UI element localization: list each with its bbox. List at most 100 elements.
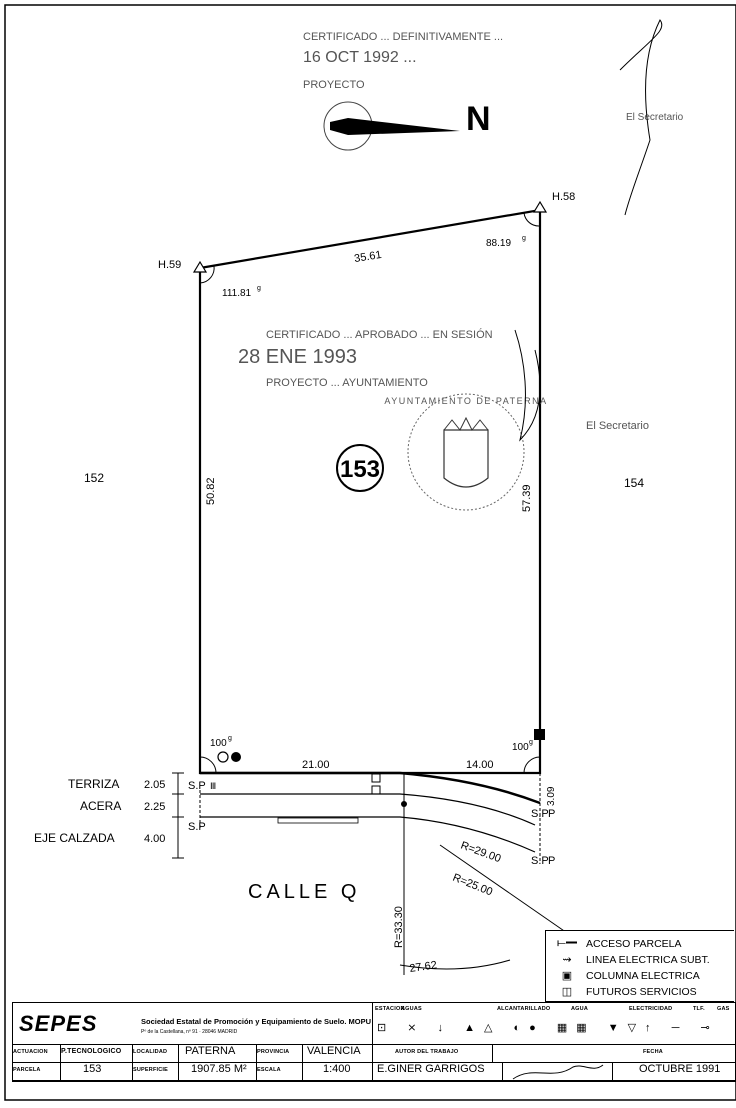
stamp-top-line1: CERTIFICADO ... DEFINITIVAMENTE ... bbox=[303, 31, 503, 43]
vertex-h59-label: H.59 bbox=[158, 259, 181, 271]
parcel-number-circle bbox=[336, 444, 384, 492]
acera-value: 2.25 bbox=[144, 801, 165, 813]
dim-right-edge: 57.39 bbox=[521, 484, 533, 512]
municipal-seal-icon bbox=[407, 393, 525, 511]
kerb-line bbox=[200, 771, 541, 805]
fecha-value: OCTUBRE 1991 bbox=[639, 1063, 721, 1075]
legend-item: ⇝ LINEA ELECTRICA SUBT. bbox=[556, 953, 710, 967]
legend-label: ACCESO PARCELA bbox=[586, 937, 682, 950]
services-symbols: ⊡ ⨯ ↓ ▲△ ◐● ▦▦ ▼▽↑ ─ ⊸ bbox=[377, 1022, 719, 1034]
terriza-value: 2.05 bbox=[144, 779, 165, 791]
escala-value: 1:400 bbox=[323, 1063, 351, 1075]
arc-top-left bbox=[199, 265, 215, 284]
stamp-mid-date: 28 ENE 1993 bbox=[238, 346, 357, 368]
localidad-label: LOCALIDAD bbox=[133, 1049, 168, 1055]
north-label: N bbox=[466, 100, 491, 138]
stamp-top-line3: PROYECTO bbox=[303, 79, 365, 91]
acera-line bbox=[200, 793, 536, 826]
stamp-mid-secretary: El Secretario bbox=[586, 420, 649, 432]
angle-top-left: 111.81 bbox=[222, 288, 252, 299]
vertex-h58-label: H.58 bbox=[552, 191, 575, 203]
angle-bottom-left: 100 bbox=[210, 738, 227, 749]
signature-top bbox=[619, 19, 663, 216]
hdr-gas: GAS bbox=[717, 1006, 730, 1012]
dim-bottom-left: 21.00 bbox=[302, 759, 330, 771]
actuacion-label: ACTUACION bbox=[13, 1049, 48, 1055]
vertex-h59-icon bbox=[192, 260, 208, 273]
radius-25: R=25.00 bbox=[451, 872, 494, 899]
terriza-label: TERRIZA bbox=[68, 777, 119, 791]
autor-value: E.GINER GARRIGOS bbox=[377, 1063, 485, 1075]
legend-label: FUTUROS SERVICIOS bbox=[586, 985, 697, 998]
dim-bottom-right: 14.00 bbox=[466, 759, 494, 771]
radius-line-2900 bbox=[439, 844, 571, 936]
stamp-mid-line3: PROYECTO ... AYUNTAMIENTO bbox=[266, 377, 428, 389]
neighbor-right: 154 bbox=[624, 476, 644, 490]
angle-bottom-left-exp: g bbox=[228, 735, 232, 742]
angle-curve bbox=[399, 959, 511, 970]
org-address: Pº de la Castellana, nº 91 · 28046 MADRI… bbox=[141, 1029, 238, 1035]
eje-value: 4.00 bbox=[144, 833, 165, 845]
superficie-value: 1907.85 M² bbox=[191, 1063, 247, 1075]
fecha-label: FECHA bbox=[643, 1049, 663, 1055]
signature-mid bbox=[514, 329, 541, 442]
eje-line bbox=[200, 816, 536, 853]
arc-bottom-left bbox=[199, 756, 217, 774]
p-label-3: P bbox=[548, 808, 555, 820]
manhole bbox=[277, 817, 359, 824]
hdr-alcantarillado: ALCANTARILLADO bbox=[497, 1006, 551, 1012]
angle-bottom-right-exp: g bbox=[529, 739, 533, 746]
acera-label: ACERA bbox=[80, 799, 121, 813]
localidad-value: PATERNA bbox=[185, 1045, 236, 1057]
sheet-border bbox=[4, 4, 736, 1101]
marker-filled-circle bbox=[231, 752, 241, 762]
legend-item: ⟝━ ACCESO PARCELA bbox=[556, 937, 682, 950]
stamp-top-line2: 16 OCT 1992 ... bbox=[303, 49, 417, 66]
eje-label: EJE CALZADA bbox=[34, 831, 115, 845]
seal-text: AYUNTAMIENTO DE PATERNA bbox=[384, 396, 547, 406]
actuacion-value: P.TECNOLOGICO bbox=[61, 1048, 122, 1055]
legend-label: LINEA ELECTRICA SUBT. bbox=[586, 953, 710, 966]
escala-label: ESCALA bbox=[257, 1067, 281, 1073]
hdr-agua: AGUA bbox=[571, 1006, 588, 1012]
services-cell: ESTACION AGUAS ALCANTARILLADO AGUA ELECT… bbox=[373, 1003, 735, 1045]
arc-top-right bbox=[523, 212, 541, 227]
radius-29: R=29.00 bbox=[459, 840, 502, 866]
neighbor-left: 152 bbox=[84, 471, 104, 485]
title-block: SEPES Sociedad Estatal de Promoción y Eq… bbox=[12, 1002, 736, 1082]
access-icon: ⟝━ bbox=[556, 937, 578, 949]
hdr-estacion: ESTACION bbox=[375, 1006, 405, 1012]
electric-column-icon: ▣ bbox=[561, 970, 573, 982]
legend-item: ▣ COLUMNA ELECTRICA bbox=[556, 969, 700, 983]
legend-box: ⟝━ ACCESO PARCELA ⇝ LINEA ELECTRICA SUBT… bbox=[545, 930, 734, 1002]
column-icon-1 bbox=[371, 773, 381, 783]
angle-2762: 27.62 bbox=[409, 959, 438, 975]
provincia-value: VALENCIA bbox=[307, 1045, 361, 1057]
hdr-tlf: TLF. bbox=[693, 1006, 705, 1012]
parcel-number: 153 bbox=[340, 456, 380, 483]
angle-top-left-exp: g bbox=[257, 285, 261, 292]
sepes-logo: SEPES bbox=[19, 1011, 98, 1036]
angle-top-right: 88.19 bbox=[486, 238, 511, 249]
org-name: Sociedad Estatal de Promoción y Equipami… bbox=[141, 1017, 372, 1026]
angle-top-right-exp: g bbox=[522, 235, 526, 242]
future-services-mark: Ⅲ bbox=[210, 781, 216, 791]
superficie-label: SUPERFICIE bbox=[133, 1067, 169, 1073]
provincia-label: PROVINCIA bbox=[257, 1049, 290, 1055]
electric-line-icon: ⇝ bbox=[562, 954, 572, 966]
parcela-value: 153 bbox=[83, 1063, 102, 1075]
autor-label: AUTOR DEL TRABAJO bbox=[395, 1049, 459, 1055]
radius-3330: R=33.30 bbox=[393, 906, 405, 948]
stamp-mid-line1: CERTIFICADO ... APROBADO ... EN SESIÓN bbox=[266, 328, 493, 341]
street-name: CALLE Q bbox=[248, 881, 360, 903]
column-icon-2 bbox=[371, 785, 381, 795]
author-signature bbox=[512, 1064, 604, 1080]
p-label-4: P bbox=[548, 855, 555, 867]
future-services-icon: ◫ bbox=[561, 986, 573, 998]
marker-open-circle bbox=[217, 751, 229, 763]
stamp-top-secretary: El Secretario bbox=[626, 112, 684, 123]
sp-label-2: S.P bbox=[188, 821, 206, 833]
electric-box-icon bbox=[534, 729, 545, 740]
